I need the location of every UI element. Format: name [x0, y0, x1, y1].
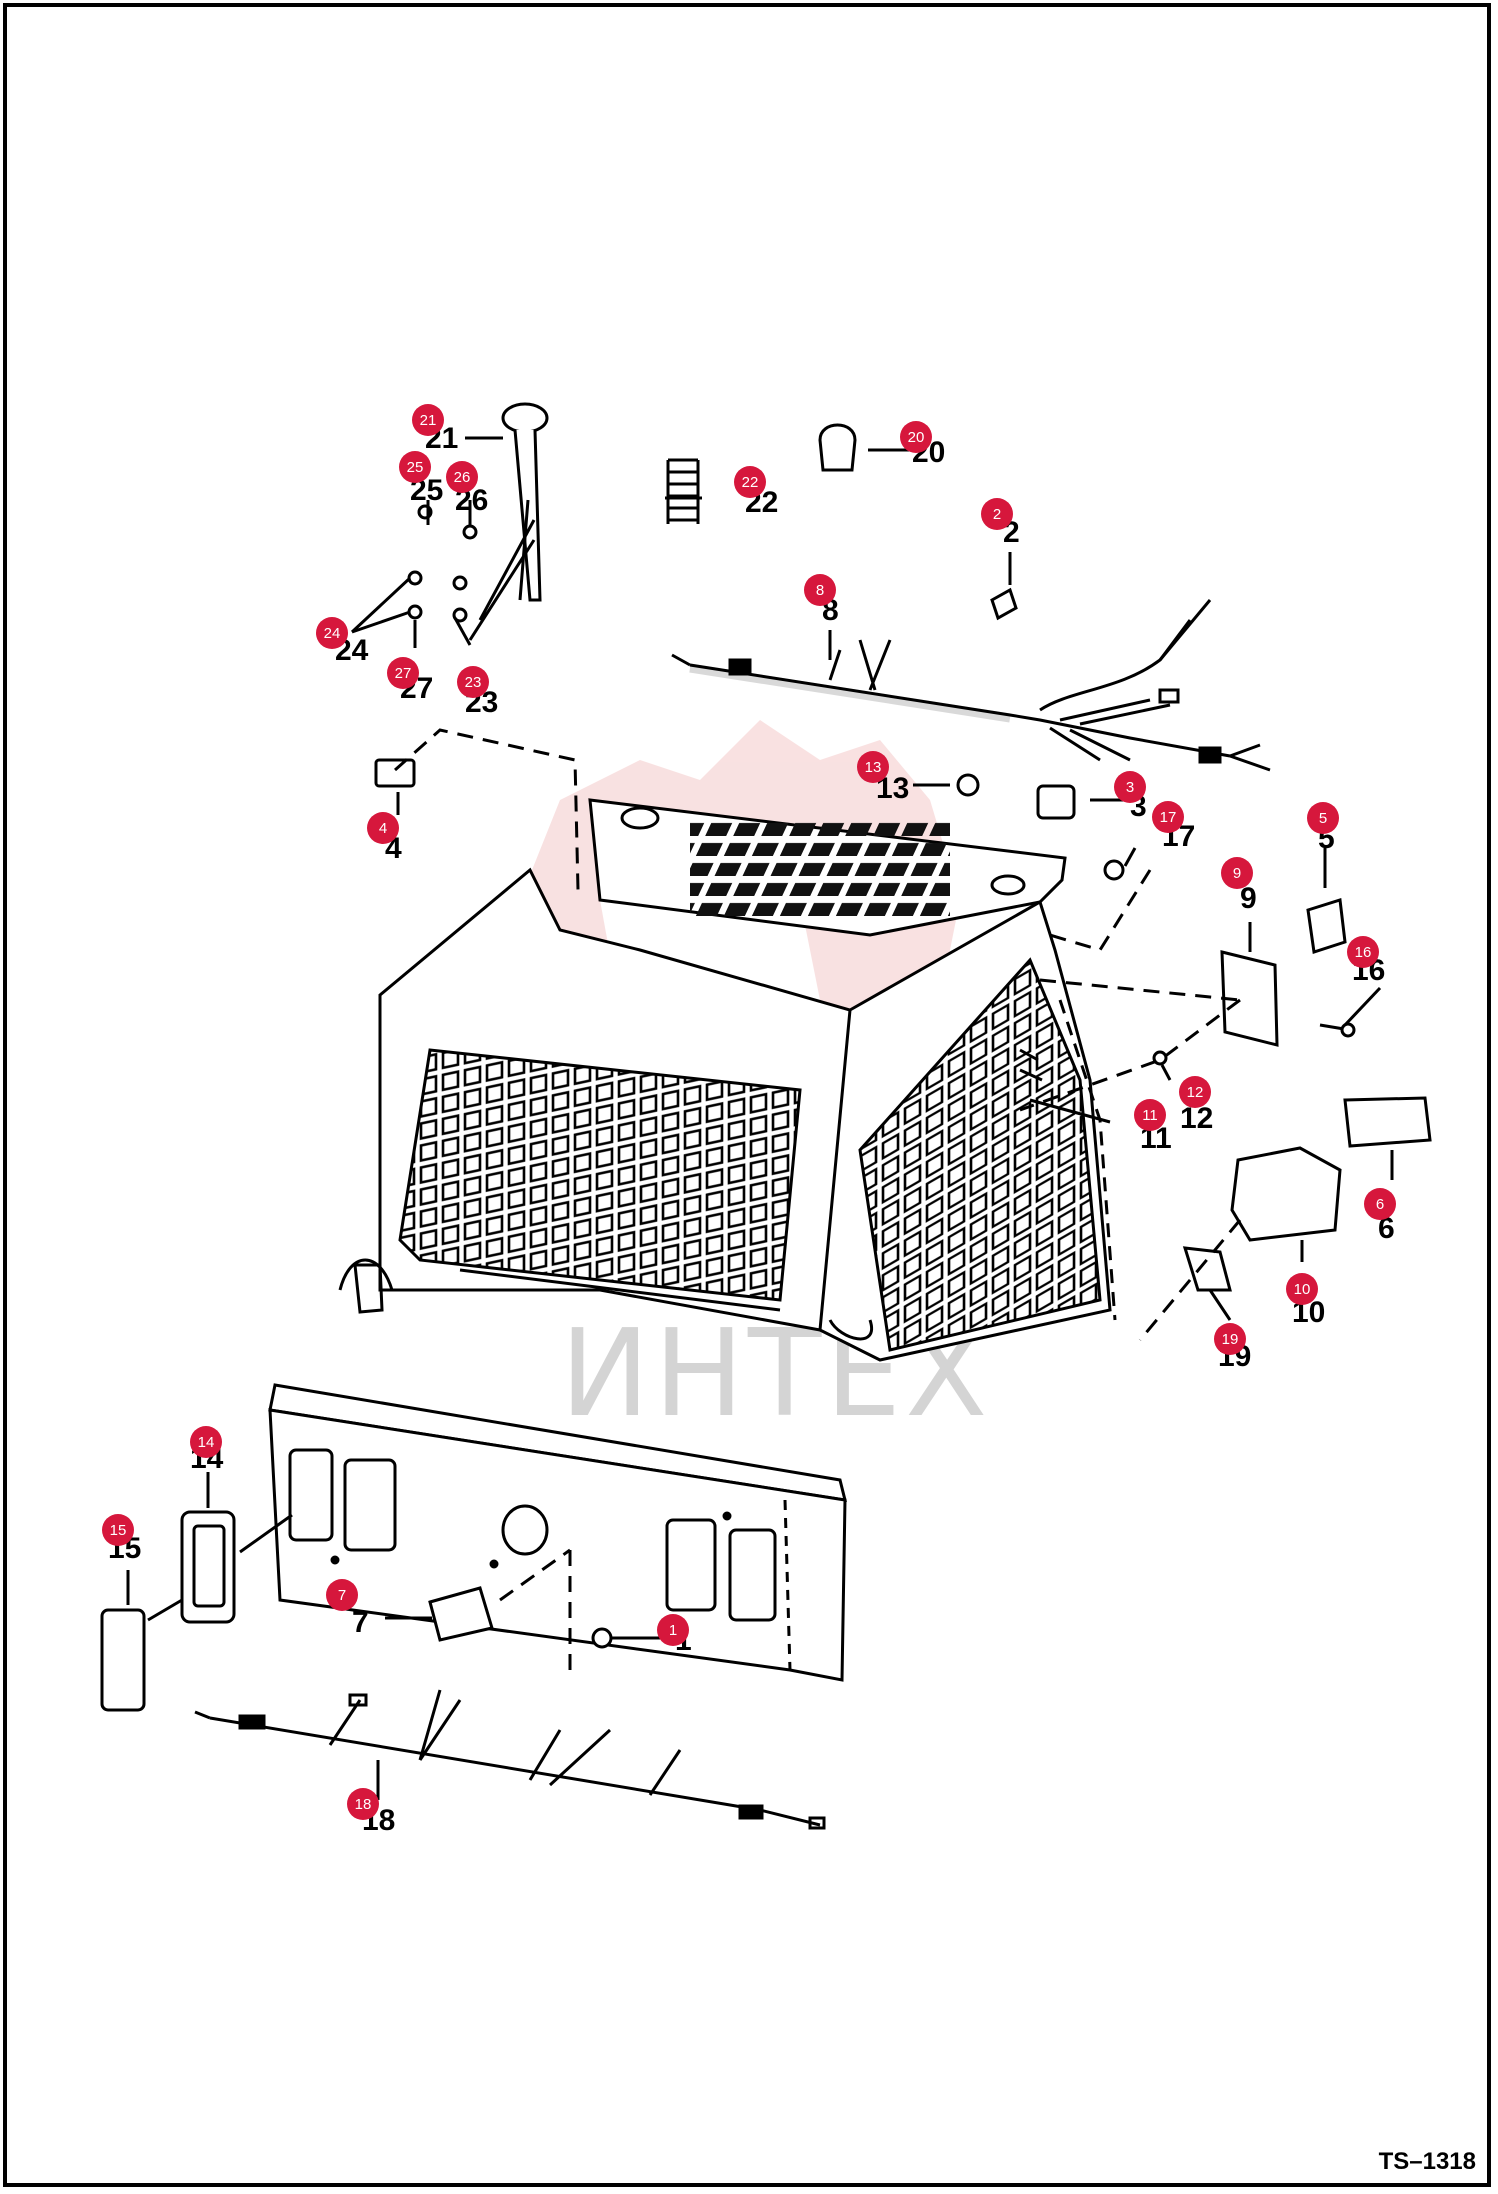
- rear-body-panel: [338, 798, 1117, 1362]
- callout-badge-25[interactable]: 25: [399, 451, 431, 483]
- svg-text:8: 8: [816, 582, 824, 599]
- svg-text:18: 18: [355, 1796, 372, 1813]
- callout-badge-9[interactable]: 9: [1221, 857, 1253, 889]
- callout-badge-10[interactable]: 10: [1286, 1273, 1318, 1305]
- svg-text:20: 20: [908, 429, 925, 446]
- svg-text:3: 3: [1126, 779, 1134, 796]
- svg-text:7: 7: [338, 1587, 346, 1604]
- svg-text:21: 21: [420, 412, 437, 429]
- svg-text:25: 25: [407, 459, 424, 476]
- drawing-code-label: TS–1318: [1378, 2148, 1476, 2175]
- callout-badge-21[interactable]: 21: [412, 404, 444, 436]
- rear-door-panel: [268, 1383, 848, 1682]
- svg-text:19: 19: [1222, 1331, 1239, 1348]
- callout-badge-22[interactable]: 22: [734, 466, 766, 498]
- svg-text:9: 9: [1233, 865, 1241, 882]
- callout-badge-27[interactable]: 27: [387, 657, 419, 689]
- svg-text:1: 1: [669, 1622, 677, 1639]
- callout-badge-11[interactable]: 11: [1134, 1099, 1166, 1131]
- callout-badge-5[interactable]: 5: [1307, 802, 1339, 834]
- svg-text:15: 15: [110, 1522, 127, 1539]
- svg-text:5: 5: [1319, 810, 1327, 827]
- svg-text:11: 11: [1142, 1107, 1158, 1124]
- assembly-dashed-lines: [394, 728, 1242, 1670]
- component-parts: [100, 402, 1432, 1712]
- svg-text:22: 22: [742, 474, 759, 491]
- callout-badge-3[interactable]: 3: [1114, 771, 1146, 803]
- svg-text:26: 26: [454, 469, 471, 486]
- printed-number-7: 7: [352, 1606, 369, 1639]
- svg-text:27: 27: [395, 665, 412, 682]
- callout-badge-1[interactable]: 1: [657, 1614, 689, 1646]
- callout-badge-14[interactable]: 14: [190, 1426, 222, 1458]
- svg-text:10: 10: [1294, 1281, 1311, 1298]
- callout-badge-18[interactable]: 18: [347, 1788, 379, 1820]
- svg-text:4: 4: [379, 820, 387, 837]
- svg-text:12: 12: [1187, 1084, 1204, 1101]
- callout-badge-7[interactable]: 7: [326, 1579, 358, 1611]
- callout-badge-19[interactable]: 19: [1214, 1323, 1246, 1355]
- callout-badge-26[interactable]: 26: [446, 461, 478, 493]
- printed-number-6: 6: [1378, 1212, 1395, 1245]
- callout-badge-12[interactable]: 12: [1179, 1076, 1211, 1108]
- callout-badge-15[interactable]: 15: [102, 1514, 134, 1546]
- leader-lines: [126, 436, 1394, 1800]
- callout-badge-17[interactable]: 17: [1152, 801, 1184, 833]
- callout-badge-24[interactable]: 24: [316, 617, 348, 649]
- svg-text:23: 23: [465, 674, 482, 691]
- printed-number-9: 9: [1240, 882, 1257, 915]
- svg-text:6: 6: [1376, 1196, 1384, 1213]
- callout-badges: 21 25 26 24 27 23 22 20 2 8 4 13 3 17 5 …: [102, 404, 1396, 1820]
- svg-text:16: 16: [1355, 944, 1372, 961]
- upper-wiring-harness: [671, 599, 1271, 772]
- svg-text:2: 2: [993, 506, 1001, 523]
- svg-text:24: 24: [324, 625, 341, 642]
- callout-badge-4[interactable]: 4: [367, 812, 399, 844]
- callout-badge-13[interactable]: 13: [857, 751, 889, 783]
- callout-badge-8[interactable]: 8: [804, 574, 836, 606]
- callout-badge-6[interactable]: 6: [1364, 1188, 1396, 1220]
- callout-badge-2[interactable]: 2: [981, 498, 1013, 530]
- lower-wiring-harness: [194, 1689, 826, 1830]
- svg-text:13: 13: [865, 759, 882, 776]
- svg-text:14: 14: [198, 1434, 215, 1451]
- svg-text:17: 17: [1160, 809, 1177, 826]
- callout-badge-23[interactable]: 23: [457, 666, 489, 698]
- callout-badge-16[interactable]: 16: [1347, 936, 1379, 968]
- callout-badge-20[interactable]: 20: [900, 421, 932, 453]
